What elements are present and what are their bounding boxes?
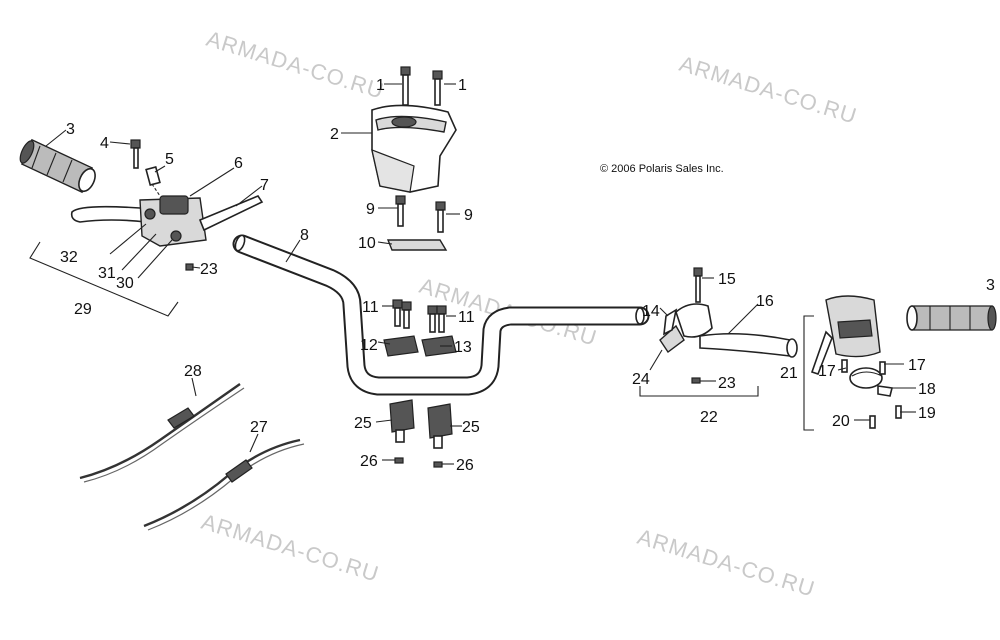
callout-3-right: 3: [986, 277, 995, 294]
callout-23-left: 23: [200, 261, 218, 278]
callout-5: 5: [165, 151, 174, 168]
callout-28: 28: [184, 363, 202, 380]
callout-18: 18: [918, 381, 936, 398]
callout-25a: 25: [354, 415, 372, 432]
throttle-assembly: [659, 267, 798, 384]
watermark-bottom-left: ARMADA-CO.RU: [199, 509, 383, 587]
callout-29: 29: [74, 301, 92, 318]
callout-11b: 11: [458, 309, 475, 326]
callout-9a: 9: [366, 201, 375, 218]
callout-16: 16: [756, 293, 774, 310]
callout-8: 8: [300, 227, 309, 244]
watermark-bottom-right: ARMADA-CO.RU: [635, 524, 819, 602]
callout-2: 2: [330, 126, 339, 143]
callout-15: 15: [718, 271, 736, 288]
callout-11a: 11: [362, 299, 379, 316]
callout-9b: 9: [464, 207, 473, 224]
cables: [79, 383, 305, 531]
callout-labels: 1 1 2 3 3 4 5 6 7 8 9 9 10 11 11 12 13 1…: [60, 77, 995, 474]
watermark-top-left: ARMADA-CO.RU: [204, 26, 388, 104]
callout-26a: 26: [360, 453, 378, 470]
left-brake-assembly: [70, 139, 264, 271]
copyright-text: © 2006 Polaris Sales Inc.: [600, 163, 724, 175]
callout-12: 12: [360, 337, 378, 354]
callout-19: 19: [918, 405, 936, 422]
callout-17b: 17: [908, 357, 926, 374]
upper-bar-clamps: [383, 299, 457, 357]
watermark-top-right: ARMADA-CO.RU: [677, 51, 861, 129]
risers: [389, 399, 453, 468]
left-grip: [19, 138, 96, 194]
callout-13: 13: [454, 339, 472, 356]
callout-7: 7: [260, 177, 269, 194]
callout-20: 20: [832, 413, 850, 430]
callout-21: 21: [780, 365, 798, 382]
callout-10: 10: [358, 235, 376, 252]
callout-24: 24: [632, 371, 650, 388]
callout-3-left: 3: [66, 121, 75, 138]
callout-25b: 25: [462, 419, 480, 436]
callout-26b: 26: [456, 457, 474, 474]
callout-30: 30: [116, 275, 134, 292]
callout-22: 22: [700, 409, 718, 426]
callout-1a: 1: [376, 77, 385, 94]
handlebar-cover: [371, 66, 457, 193]
cover-bracket: [386, 195, 448, 251]
right-grip: [906, 305, 997, 331]
callout-4: 4: [100, 135, 109, 152]
switch-housing: [810, 295, 902, 429]
callout-6: 6: [234, 155, 243, 172]
callout-1b: 1: [458, 77, 467, 94]
leader-lines: [45, 83, 916, 465]
callout-27: 27: [250, 419, 268, 436]
callout-14: 14: [642, 303, 660, 320]
handlebar: [232, 234, 650, 396]
callout-31: 31: [98, 265, 116, 282]
callout-32: 32: [60, 249, 78, 266]
callout-23-right: 23: [718, 375, 736, 392]
callout-17a: 17: [818, 363, 836, 380]
